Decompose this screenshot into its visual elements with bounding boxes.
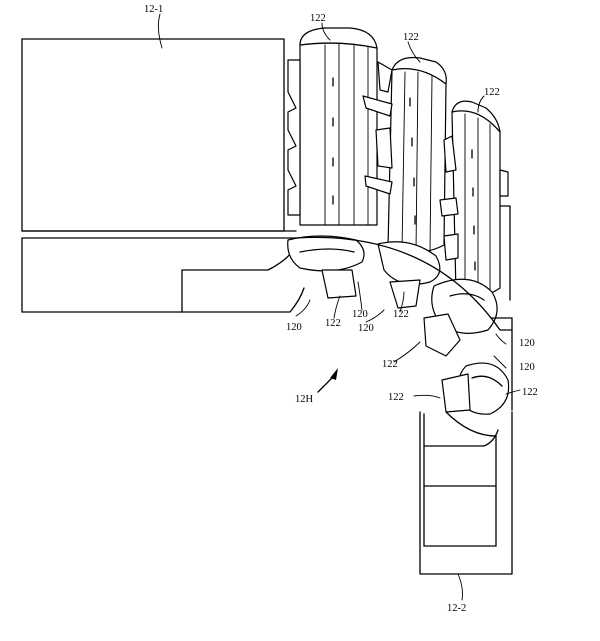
- label-120-pin-2: 120: [352, 309, 368, 320]
- label-122-link-low-2: 122: [522, 387, 538, 398]
- upper-band-12-1: [21, 38, 305, 313]
- label-12-2: 12-2: [447, 603, 466, 614]
- label-120-pin-5: 120: [519, 362, 535, 373]
- reference-labels: 12-1 122 122 122 120 122 120 120 122 122…: [144, 4, 538, 614]
- label-120-pin-3: 120: [358, 323, 374, 334]
- link-1: [287, 27, 378, 226]
- leader-lines: [157, 13, 521, 601]
- label-122-link-mid-3: 122: [382, 359, 398, 370]
- label-122-link-top-3: 122: [484, 87, 500, 98]
- label-122-link-low-1: 122: [388, 392, 404, 403]
- label-122-link-mid-1: 122: [325, 318, 341, 329]
- label-120-pin-1: 120: [286, 322, 302, 333]
- label-12-1: 12-1: [144, 4, 163, 15]
- label-120-pin-4: 120: [519, 338, 535, 349]
- outer-bend: [295, 205, 513, 411]
- label-12H: 12H: [295, 394, 314, 405]
- link-3: [439, 100, 509, 299]
- label-122-link-top-1: 122: [310, 13, 326, 24]
- pins: [287, 235, 510, 415]
- lower-band-12-2: [419, 411, 513, 575]
- label-122-link-top-2: 122: [403, 32, 419, 43]
- label-122-link-mid-2: 122: [393, 309, 409, 320]
